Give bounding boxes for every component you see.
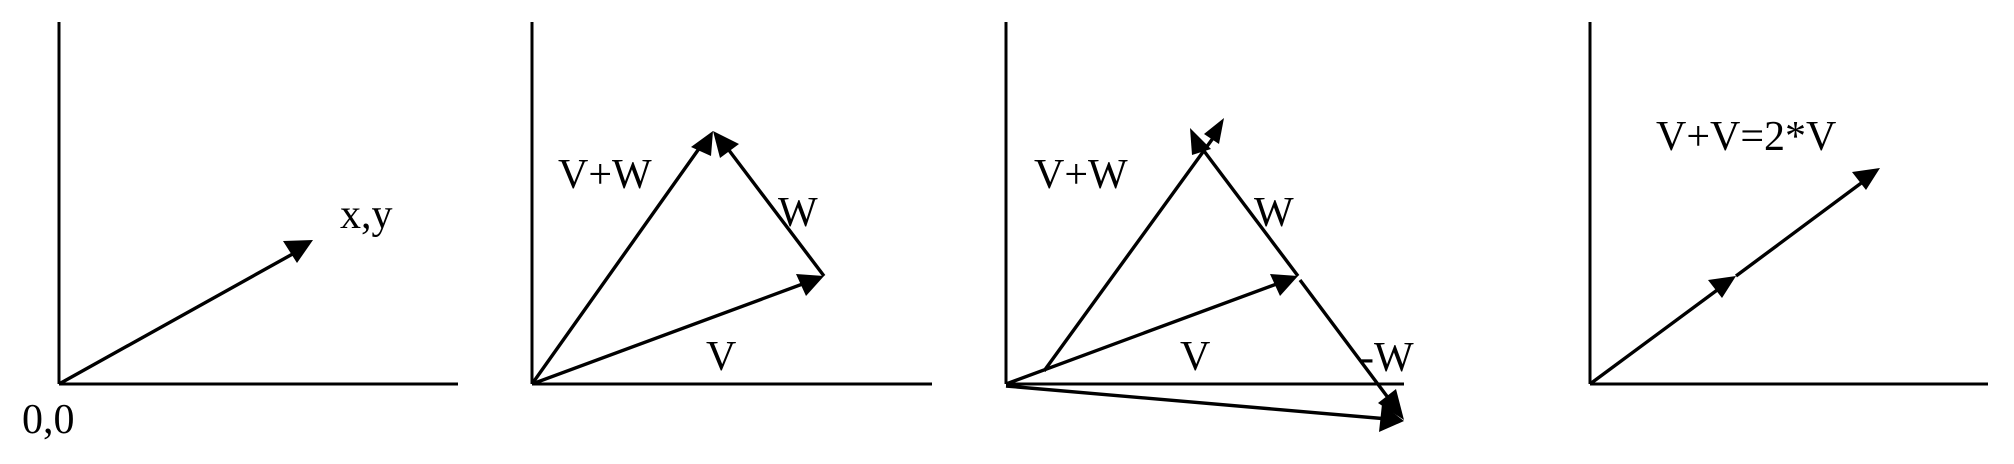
panel4-vector-v-second-arrowhead: [1852, 168, 1880, 190]
panel2-vector-w: [723, 143, 826, 278]
panel4-vector-v-second: [1734, 176, 1870, 278]
panel3-vector-v-arrowhead: [1270, 274, 1298, 296]
panel1-vector-xy: [58, 249, 299, 386]
panel2-label-w: W: [778, 190, 818, 236]
panel-position-vector: x,y 0,0: [22, 22, 458, 443]
panel3-label-w: W: [1254, 190, 1294, 236]
panel2-vector-w-arrowhead: [713, 131, 739, 158]
panel2-label-v-plus-w: V+W: [558, 152, 652, 198]
panel1-label-origin: 0,0: [22, 397, 75, 443]
panel3-vector-v-plus-w-left-arrowhead: [1190, 128, 1211, 155]
panel2-label-v: V: [706, 334, 736, 380]
panel4-label-doubled: V+V=2*V: [1656, 114, 1836, 160]
panel-vector-sum: V+W W V: [530, 22, 932, 386]
panel3-vector-v-minus-w-arrowhead: [1379, 404, 1404, 432]
panel3-label-v-plus-w: V+W: [1034, 152, 1128, 198]
panel3-label-neg-w: -W: [1360, 335, 1414, 381]
panel3-label-v: V: [1180, 334, 1210, 380]
panel3-vector-neg-w: [1298, 278, 1394, 405]
panel3-vector-w: [1202, 149, 1300, 278]
panel1-vector-xy-arrowhead: [283, 240, 313, 263]
panel2-vector-v-plus-w: [530, 142, 705, 385]
panel2-vector-v: [531, 280, 809, 386]
panel3-vector-v-plus-w: [1042, 133, 1218, 372]
panel3-vector-v-minus-w: [1005, 384, 1389, 421]
panel1-label-xy: x,y: [340, 192, 393, 238]
panel-vector-doubling: V+V=2*V: [1588, 22, 1988, 386]
panel3-vector-v-plus-w-right-arrowhead: [1204, 118, 1224, 144]
panel4-vector-v-first-arrowhead: [1708, 276, 1736, 298]
panel2-vector-v-arrowhead: [796, 274, 824, 296]
panel3-vector-v: [1005, 280, 1283, 386]
panel2-vector-v-plus-w-arrowhead: [691, 131, 713, 156]
panel3-vector-neg-w-arrowhead: [1378, 389, 1404, 420]
panel4-vector-v-first: [1588, 283, 1726, 386]
panel-vector-subtraction: V+W W V -W: [1004, 22, 1414, 432]
